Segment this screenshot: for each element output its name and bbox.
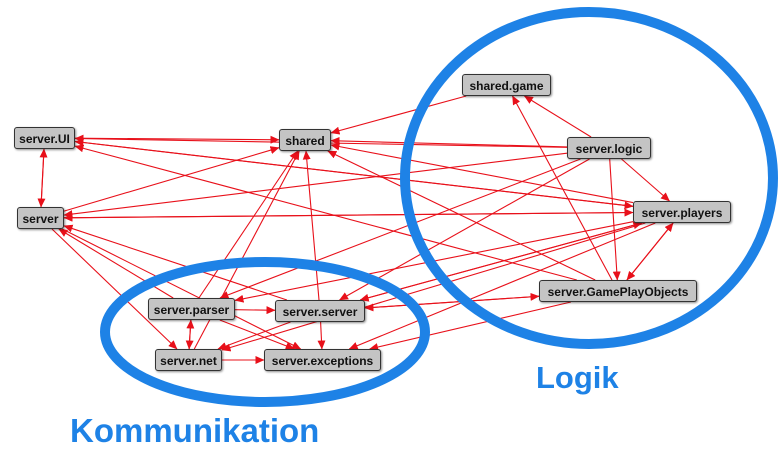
node-server-server[interactable]: server.server [275, 300, 365, 322]
node-server-players[interactable]: server.players [633, 201, 731, 223]
node-server-gameplayobjects[interactable]: server.GamePlayObjects [539, 280, 697, 302]
node-server-parser[interactable]: server.parser [148, 298, 235, 320]
edge-server-to-server-net [51, 228, 178, 350]
edge-server-logic-to-server-parser [219, 158, 581, 299]
group-label-kommunikation: Kommunikation [70, 412, 320, 449]
edge-server-gameplayobjects-to-server-ui [74, 144, 577, 281]
edge-server-logic-to-shared [330, 136, 568, 148]
edge-server-gameplayobjects-to-server-exceptions [369, 301, 572, 351]
node-server-exceptions[interactable]: server.exceptions [264, 349, 381, 371]
edge-server-players-to-shared [330, 142, 634, 204]
node-server-net[interactable]: server.net [155, 349, 222, 371]
edge-server-to-server-exceptions [62, 228, 302, 350]
edge-server-logic-to-server [63, 152, 568, 219]
node-server-logic[interactable]: server.logic [567, 137, 651, 159]
edge-server-server-to-server-exceptions [317, 321, 326, 350]
edge-server-logic-to-server-players [621, 158, 670, 202]
node-shared[interactable]: shared [279, 129, 331, 151]
edge-shared-game-to-shared [330, 95, 467, 135]
edge-server-players-to-server-ui [74, 138, 634, 207]
edge-server-gameplayobjects-to-shared [327, 150, 596, 281]
edge-server-ui-to-shared [74, 135, 280, 144]
edge-server-logic-to-shared-game [523, 95, 592, 138]
edge-server-to-server-ui [39, 148, 48, 208]
edge-server-net-to-server-parser [186, 319, 195, 350]
edge-server-logic-to-server-server [339, 158, 590, 301]
edge-server-gameplayobjects-to-server-players [626, 222, 674, 281]
edge-server-parser-to-server-server [234, 306, 276, 315]
node-server-ui[interactable]: server.UI [14, 127, 75, 149]
edge-server-to-shared [63, 146, 280, 212]
edge-server-logic-to-server-gameplayobjects [609, 158, 621, 281]
group-ring-logik [400, 7, 778, 349]
node-shared-game[interactable]: shared.game [462, 74, 551, 96]
edge-server-players-to-server [63, 211, 634, 222]
edge-server-server-to-server-net [217, 321, 291, 350]
edge-server-parser-to-shared [198, 150, 299, 299]
edge-server-players-to-server-exceptions [348, 222, 656, 350]
edge-server-server-to-server-players [360, 221, 643, 301]
edge-server-players-to-server-net [221, 222, 646, 352]
group-label-logik: Logik [536, 360, 619, 395]
edge-server-server-to-server [63, 224, 288, 301]
edge-server-server-to-shared [302, 150, 320, 301]
edge-server-server-to-server-gameplayobjects [364, 292, 540, 309]
group-ring-kommunikation [100, 257, 430, 407]
edge-layer [37, 95, 674, 364]
edge-server-parser-to-server [58, 228, 174, 299]
edge-server-gameplayobjects-to-shared-game [512, 95, 613, 281]
node-server[interactable]: server [17, 207, 64, 229]
